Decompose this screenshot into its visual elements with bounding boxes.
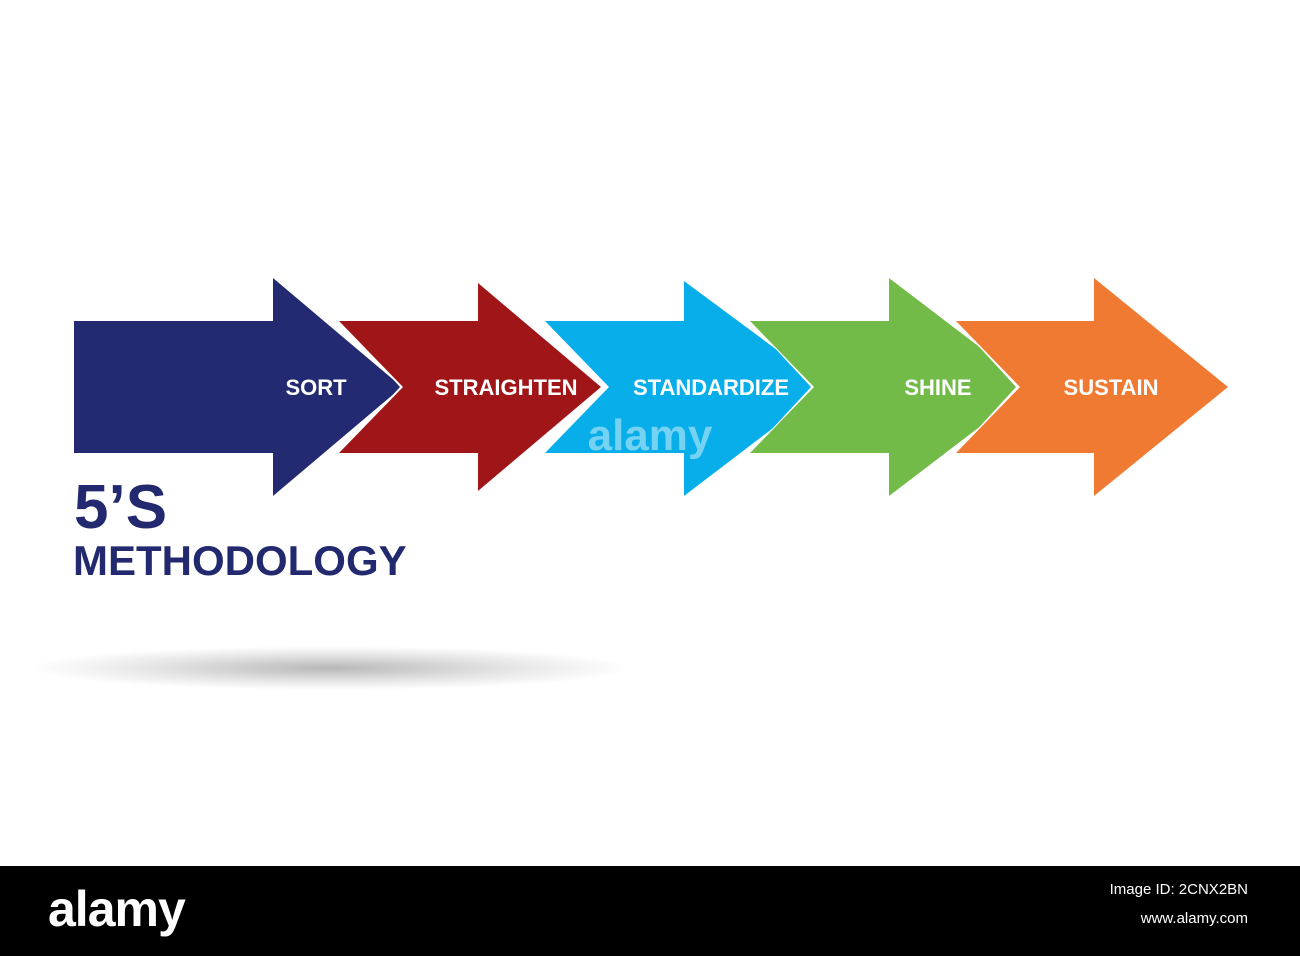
- step-label-shine: SHINE: [904, 375, 971, 400]
- step-label-straighten: STRAIGHTEN: [435, 375, 578, 400]
- step-arrow-shape: [545, 281, 827, 496]
- step-arrow-straighten: [335, 274, 607, 500]
- footer-url: www.alamy.com: [1140, 910, 1248, 927]
- step-arrow-standardize: [540, 274, 827, 500]
- step-arrow-shine: [745, 274, 1032, 500]
- footer-bar: alamy Image ID: 2CNX2BN www.alamy.com: [0, 866, 1300, 956]
- step-arrow-shape: [339, 283, 601, 491]
- step-arrow-sort: [74, 278, 402, 496]
- floor-shadow: [30, 646, 630, 690]
- step-label-standardize: STANDARDIZE: [633, 375, 789, 400]
- step-arrow-sustain: [951, 274, 1228, 500]
- process-arrow-diagram: SORT STRAIGHTEN STANDARDIZE SHINE SUSTAI…: [30, 274, 1228, 690]
- step-arrow-shape: [956, 278, 1228, 496]
- step-arrow-shape: [750, 278, 1032, 496]
- step-label-sort: SORT: [285, 375, 347, 400]
- diagram-canvas: SORT STRAIGHTEN STANDARDIZE SHINE SUSTAI…: [30, 274, 1228, 690]
- watermark-text: alamy: [588, 411, 713, 460]
- step-arrow-shape: [74, 278, 402, 496]
- footer-brand-logo: alamy: [48, 881, 186, 937]
- footer-image-id: Image ID: 2CNX2BN: [1109, 881, 1248, 898]
- diagram-title-line2: METHODOLOGY: [73, 537, 407, 584]
- step-label-sustain: SUSTAIN: [1064, 375, 1159, 400]
- diagram-title-line1: 5’S: [74, 473, 167, 542]
